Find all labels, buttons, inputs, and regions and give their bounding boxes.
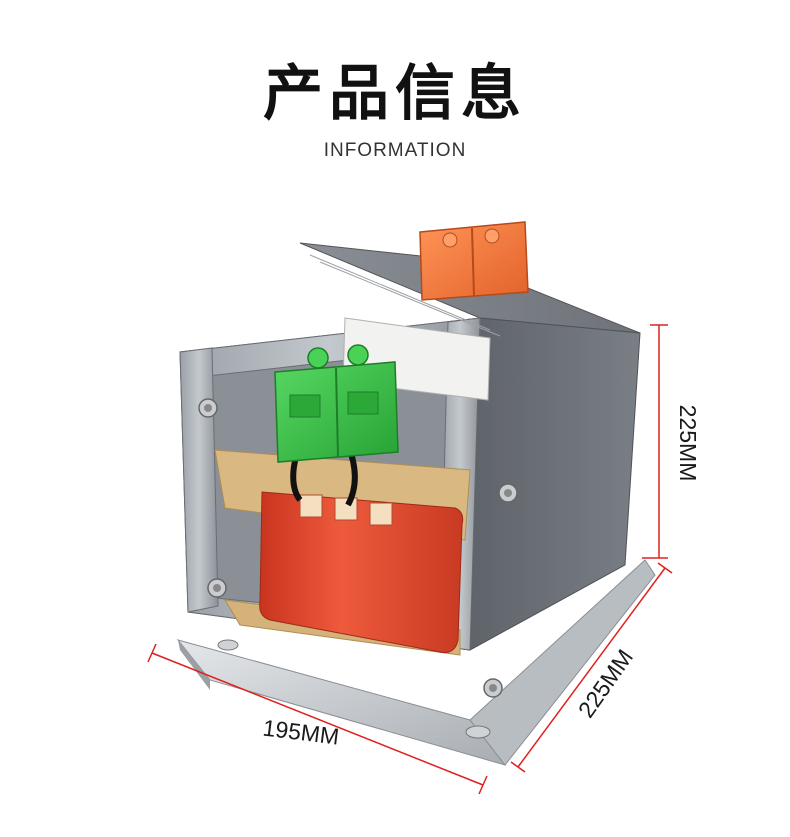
page-subtitle: INFORMATION bbox=[323, 140, 467, 161]
transformer-coil bbox=[259, 491, 464, 653]
width-dimension-line bbox=[147, 643, 488, 795]
mounting-base-plate bbox=[176, 559, 656, 766]
green-terminal-block bbox=[274, 344, 399, 463]
orange-terminal-block bbox=[419, 221, 529, 301]
width-dimension-label: 195MM bbox=[261, 714, 340, 749]
height-dimension-label: 225MM bbox=[675, 405, 701, 482]
page-title: 产品信息 bbox=[263, 59, 527, 129]
depth-dimension-line bbox=[510, 562, 673, 773]
bolt-icon bbox=[198, 398, 518, 698]
height-dimension-line bbox=[642, 324, 668, 559]
